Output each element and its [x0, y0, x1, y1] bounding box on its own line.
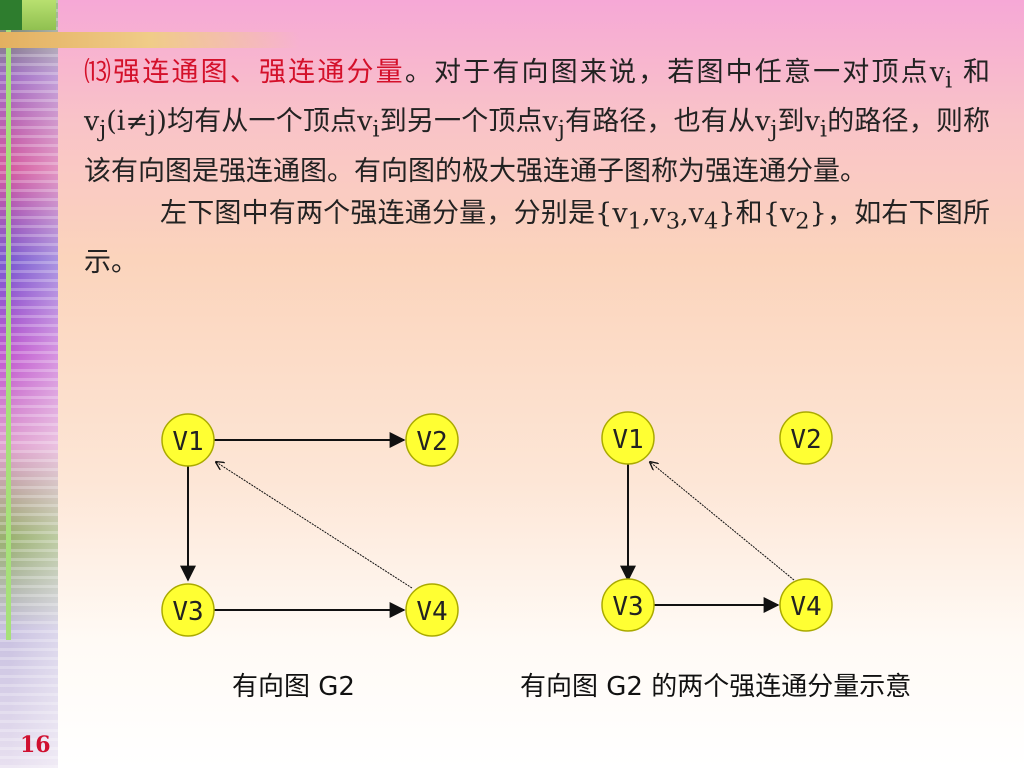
edge-v4-v1 [216, 462, 413, 589]
edge-v4-v1-right [650, 462, 795, 581]
item-number: ⒀ [84, 57, 114, 88]
definition-paragraph: ⒀强连通图、强连通分量。对于有向图来说，若图中任意一对顶点vi 和vj(i≠j)… [84, 57, 991, 187]
node-v1: V1 [161, 413, 215, 467]
svg-text:V4: V4 [790, 592, 821, 622]
node-v2: V2 [405, 413, 459, 467]
left-figure-caption: 有向图 G2 [232, 672, 355, 702]
side-strip-fade [10, 0, 58, 768]
svg-text:V1: V1 [172, 427, 203, 457]
right-graph: V1 V2 V3 V4 [601, 411, 833, 632]
slide-number: 16 [20, 732, 51, 758]
node-v4: V4 [405, 583, 459, 637]
left-graph: V1 V2 V3 V4 [161, 413, 459, 637]
node-v1-right: V1 [601, 411, 655, 465]
green-side-line [6, 0, 11, 640]
svg-text:V3: V3 [612, 592, 643, 622]
corner-block [0, 0, 22, 30]
term-title: 强连通图、强连通分量 [113, 57, 405, 88]
svg-text:V2: V2 [416, 427, 447, 457]
top-green-bar [22, 0, 56, 30]
svg-text:V4: V4 [416, 597, 447, 627]
slide-body: ⒀强连通图、强连通分量。对于有向图来说，若图中任意一对顶点vi 和vj(i≠j)… [84, 52, 990, 284]
graph-figure: V1 V2 V3 V4 V1 V2 V3 [161, 411, 833, 637]
node-v4-right: V4 [779, 578, 833, 632]
node-v3-right: V3 [601, 578, 655, 632]
svg-text:V3: V3 [172, 597, 203, 627]
node-v3: V3 [161, 583, 215, 637]
right-figure-caption: 有向图 G2 的两个强连通分量示意 [520, 672, 912, 702]
top-orange-bar [0, 32, 300, 48]
svg-text:V2: V2 [790, 425, 821, 455]
node-v2-right: V2 [779, 411, 833, 465]
example-paragraph: 左下图中有两个强连通分量，分别是{v1,v3,v4}和{v2}，如右下图所示。 [84, 197, 990, 279]
svg-text:V1: V1 [612, 425, 643, 455]
